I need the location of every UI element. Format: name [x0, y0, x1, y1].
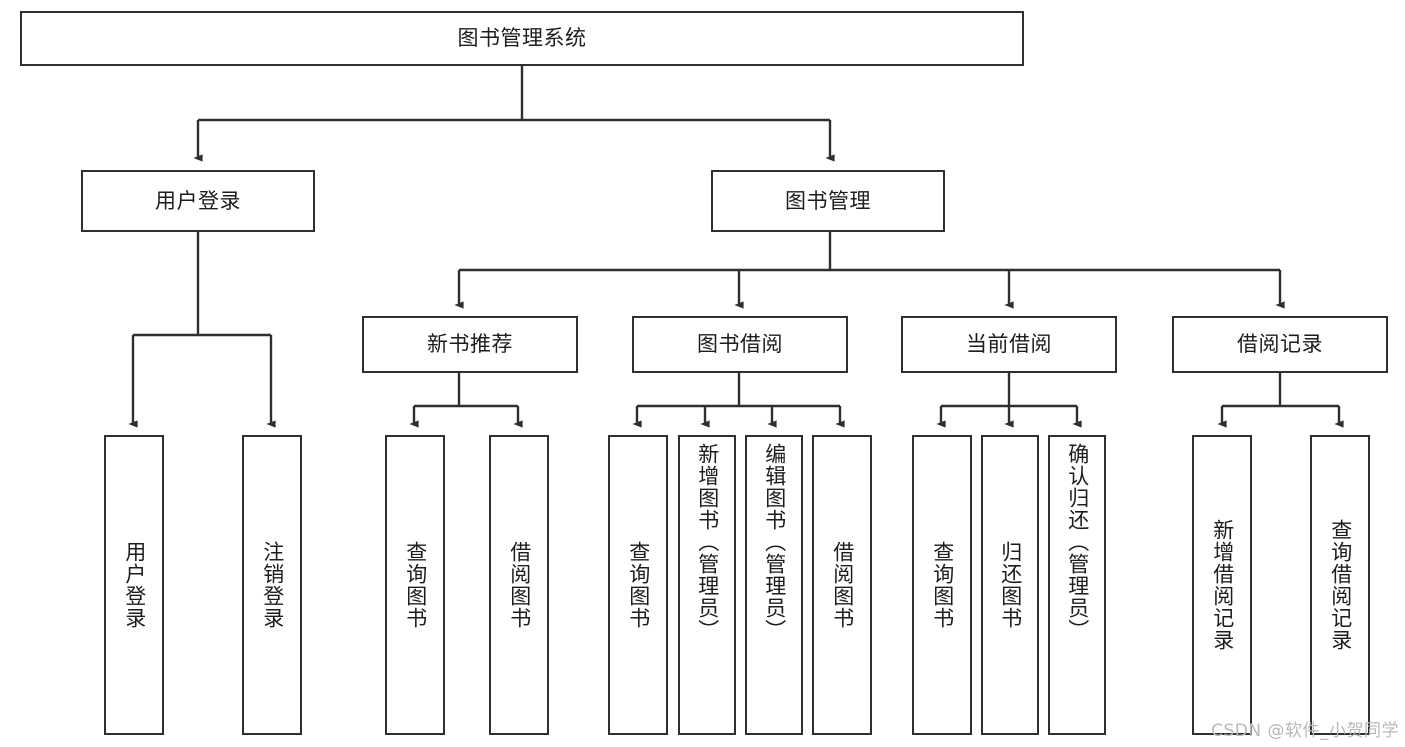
- node-label: 用户登录: [155, 188, 241, 213]
- edges-current-borrow-to-leaves: [936, 373, 1082, 428]
- edges-borrow-record-to-leaves: [1217, 373, 1344, 428]
- node-label: 借阅记录: [1237, 332, 1323, 357]
- node-label: 用户登录: [122, 541, 147, 629]
- node-label: 图书管理系统: [457, 26, 587, 51]
- node-label: 注销登录: [260, 541, 285, 629]
- leaf-current-query-book[interactable]: 查询图书: [912, 435, 972, 735]
- leaf-record-add-record[interactable]: 新增借阅记录: [1192, 435, 1252, 735]
- edges-root-to-level1: [193, 66, 835, 162]
- leaf-user-login[interactable]: 用户登录: [104, 435, 164, 735]
- node-label: 新书推荐: [427, 332, 513, 357]
- node-label: 查询图书: [403, 541, 428, 629]
- node-label: 查询借阅记录: [1328, 519, 1353, 651]
- node-current-borrow[interactable]: 当前借阅: [901, 316, 1117, 373]
- edges-book-manage-to-level2: [454, 232, 1285, 309]
- node-label: 借阅图书: [830, 541, 855, 629]
- node-root-system[interactable]: 图书管理系统: [20, 11, 1024, 66]
- edges-user-login-to-leaves: [128, 232, 276, 428]
- edges-book-borrow-to-leaves: [632, 373, 845, 428]
- leaf-borrow-borrow-book[interactable]: 借阅图书: [812, 435, 872, 735]
- leaf-current-return-book[interactable]: 归还图书: [981, 435, 1039, 735]
- node-user-login[interactable]: 用户登录: [81, 170, 315, 232]
- node-borrow-record[interactable]: 借阅记录: [1172, 316, 1388, 373]
- leaf-record-query-record[interactable]: 查询借阅记录: [1310, 435, 1370, 735]
- leaf-borrow-query-book[interactable]: 查询图书: [608, 435, 668, 735]
- node-label: 新增图书（管理员）: [695, 443, 720, 641]
- node-label: 新增借阅记录: [1210, 519, 1235, 651]
- edges-new-book-to-leaves: [409, 373, 523, 428]
- node-book-borrow[interactable]: 图书借阅: [632, 316, 848, 373]
- node-label: 图书借阅: [697, 332, 783, 357]
- node-label: 查询图书: [626, 541, 651, 629]
- node-label: 图书管理: [785, 188, 871, 213]
- leaf-newbook-query-book[interactable]: 查询图书: [385, 435, 445, 735]
- node-label: 归还图书: [998, 541, 1023, 629]
- leaf-logout[interactable]: 注销登录: [242, 435, 302, 735]
- node-label: 当前借阅: [966, 332, 1052, 357]
- node-label: 借阅图书: [507, 541, 532, 629]
- node-label: 编辑图书（管理员）: [762, 443, 787, 641]
- node-new-book-recommend[interactable]: 新书推荐: [362, 316, 578, 373]
- leaf-borrow-add-book-admin[interactable]: 新增图书（管理员）: [678, 435, 736, 735]
- leaf-newbook-borrow-book[interactable]: 借阅图书: [489, 435, 549, 735]
- leaf-borrow-edit-book-admin[interactable]: 编辑图书（管理员）: [745, 435, 803, 735]
- node-book-management[interactable]: 图书管理: [711, 170, 945, 232]
- node-label: 确认归还（管理员）: [1065, 443, 1090, 641]
- node-label: 查询图书: [930, 541, 955, 629]
- leaf-current-confirm-return-admin[interactable]: 确认归还（管理员）: [1048, 435, 1106, 735]
